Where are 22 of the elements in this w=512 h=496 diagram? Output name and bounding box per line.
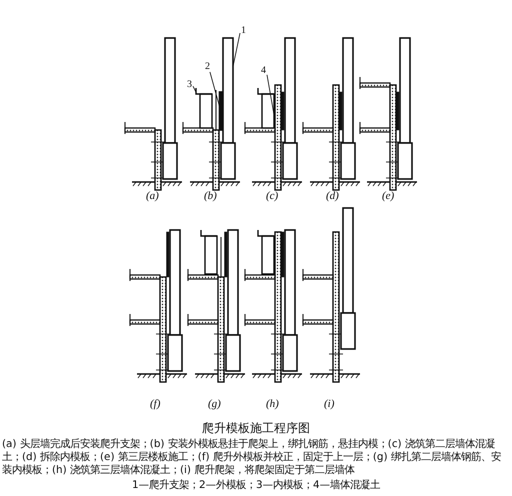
part-key: 1—爬升支架；2—外模板；3—内模板；4—墙体混凝土 bbox=[0, 478, 512, 492]
panel-label: (a) bbox=[146, 190, 159, 202]
wall-concrete bbox=[274, 84, 282, 191]
leader-line bbox=[192, 86, 196, 93]
callout-number: 2 bbox=[204, 62, 211, 72]
leader-line bbox=[210, 72, 220, 107]
panel-label: (g) bbox=[208, 398, 221, 410]
callout-number: 3 bbox=[186, 80, 193, 90]
panel-label: (i) bbox=[324, 398, 334, 410]
panel-label: (h) bbox=[266, 398, 279, 410]
diagram-title: 爬升模板施工程序图 bbox=[201, 420, 311, 437]
climbing-frame bbox=[222, 37, 234, 144]
panel-label: (c) bbox=[266, 190, 278, 202]
caption: (a) 头层墙完成后安装爬升支架；(b) 安装外模板悬挂于爬架上，绑扎钢筋，悬挂内模；(c) 浇筑第二层墙体混凝土；(d) 拆除内模板；(e) 第三层楼板施工；(f) 爬升外模板并校正，固定于上一层；(g) 绑扎第二层墙体钢筋、安装内模板；(h) 浇筑第三层墙体混凝土；(i) 爬升爬架，将爬架固定于第二层墙体 bbox=[2, 438, 502, 477]
panel-label: (e) bbox=[382, 190, 394, 202]
inner-formwork bbox=[195, 88, 213, 129]
panel-label: (b) bbox=[204, 190, 217, 202]
panel-label: (f) bbox=[150, 398, 160, 410]
panel-label: (d) bbox=[326, 190, 339, 202]
callout-number: 4 bbox=[260, 66, 267, 76]
leader-line bbox=[232, 32, 240, 67]
callout-number: 1 bbox=[240, 26, 247, 36]
